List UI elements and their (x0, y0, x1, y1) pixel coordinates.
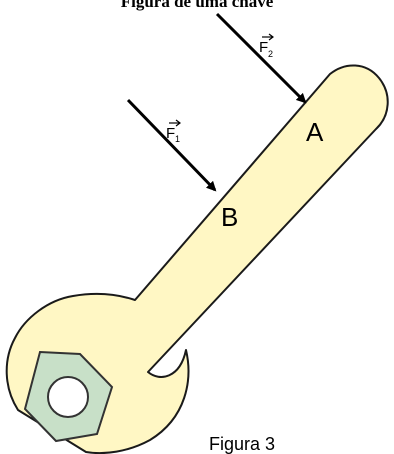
force-2-label: F 2 (259, 33, 274, 59)
point-b-label: B (221, 202, 238, 232)
force-1-letter: F (166, 125, 175, 142)
force-2-letter: F (259, 39, 268, 56)
force-2-arrow (215, 12, 307, 104)
point-a-label: A (306, 117, 324, 147)
force-1-arrow (126, 98, 217, 192)
force-1-label: F 1 (166, 119, 181, 144)
force-2-subscript: 2 (268, 49, 273, 59)
cropped-header-text: Figura de uma chave (120, 0, 274, 11)
wrench-body (5, 64, 389, 454)
nut-hole (47, 376, 89, 418)
force-1-subscript: 1 (175, 134, 180, 144)
figure-caption: Figura 3 (209, 434, 275, 454)
